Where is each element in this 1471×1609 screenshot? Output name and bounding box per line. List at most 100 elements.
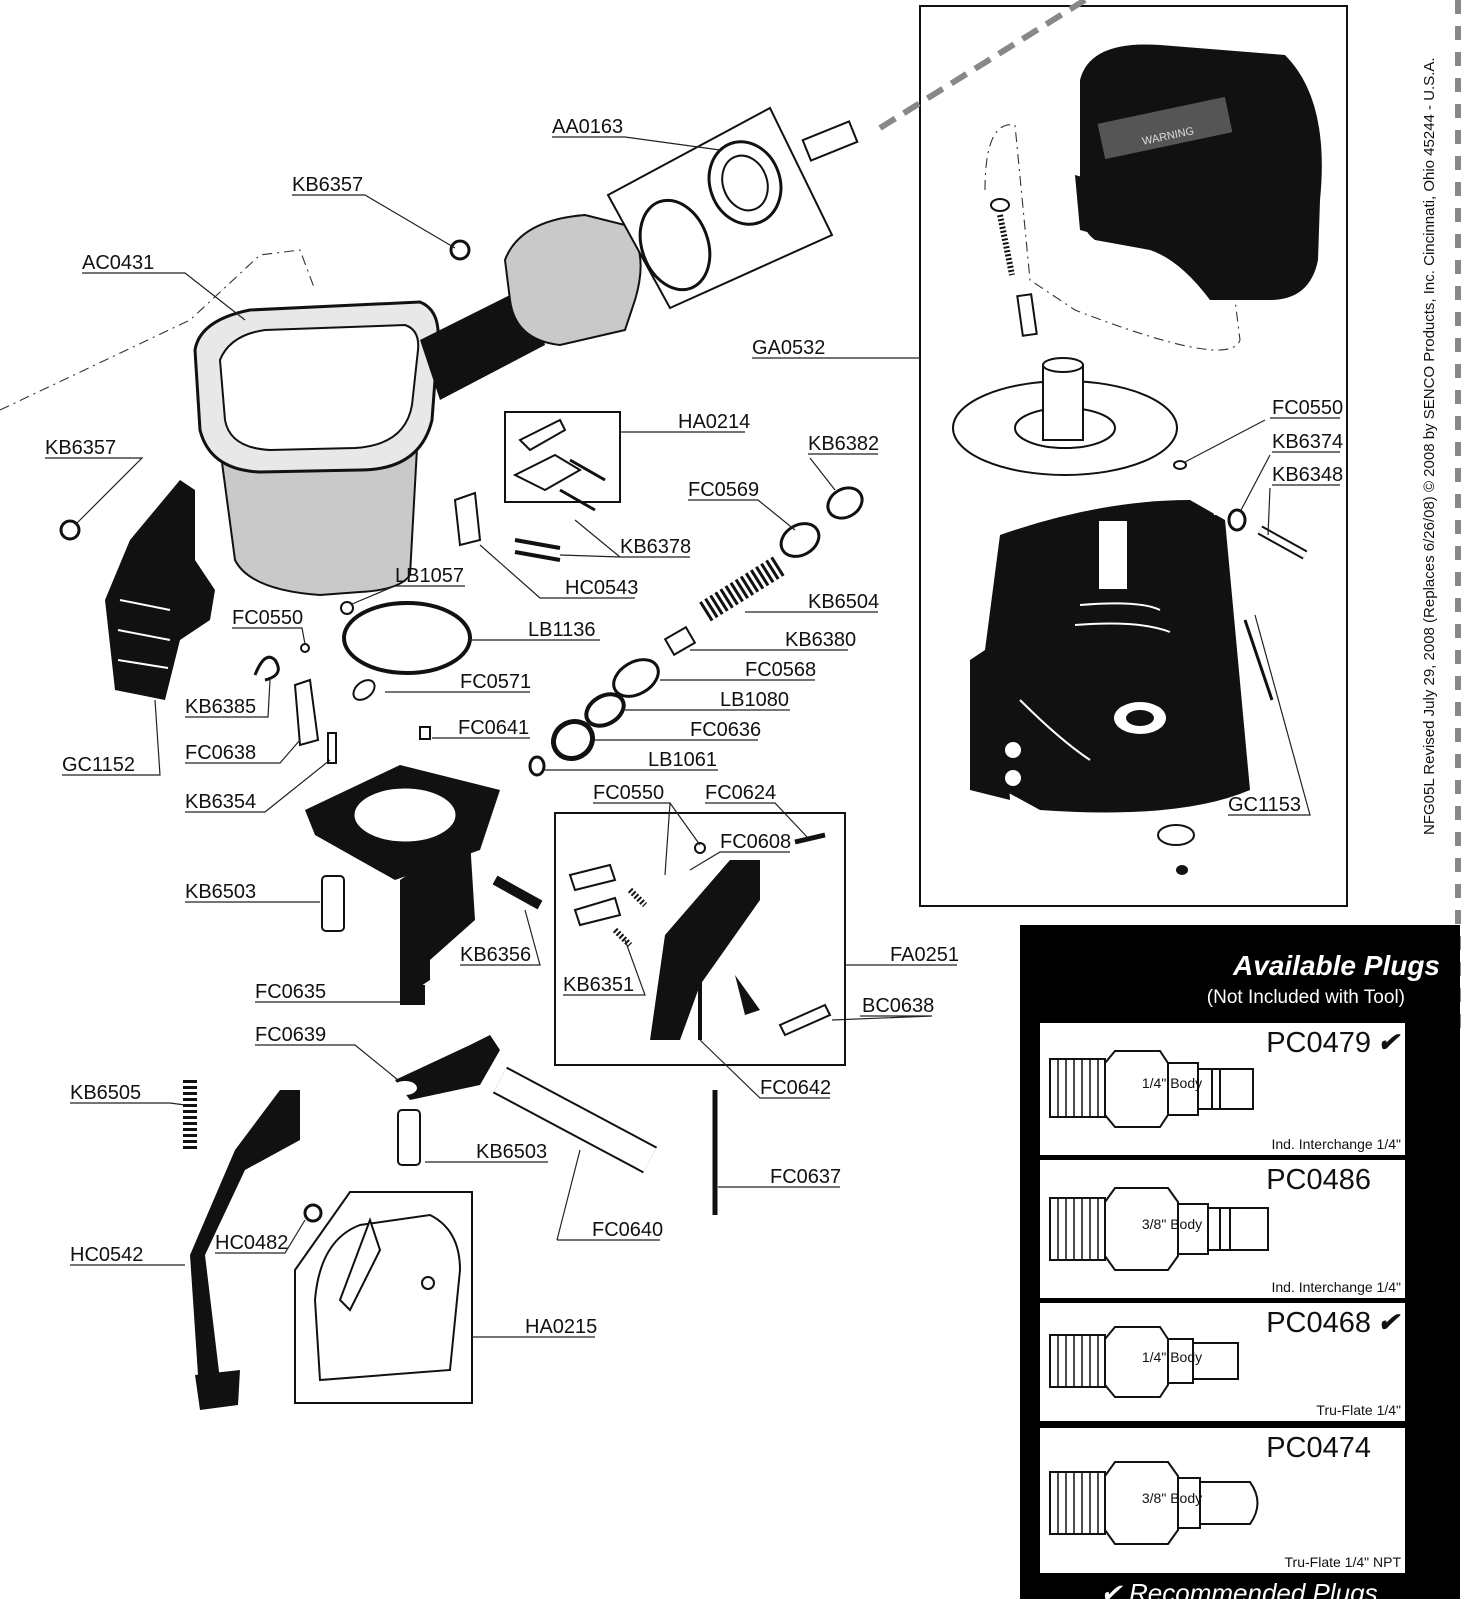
ha0214-box xyxy=(504,411,621,512)
label-KB6503-top: KB6503 xyxy=(185,881,256,903)
label-KB6385: KB6385 xyxy=(185,696,256,718)
label-FC0569: FC0569 xyxy=(688,479,759,501)
label-FC0641: FC0641 xyxy=(458,717,529,739)
label-KB6351: KB6351 xyxy=(563,974,634,996)
lever-fc0639 xyxy=(393,1035,658,1174)
bolt-kb6356 xyxy=(492,875,543,910)
plug-pc0468-check: ✔ xyxy=(1377,1307,1399,1337)
label-FC0635: FC0635 xyxy=(255,981,326,1003)
o-ring-lb1136 xyxy=(342,601,472,675)
label-KB6356: KB6356 xyxy=(460,944,531,966)
labels: AA0163 KB6357 AC0431 GA0532 KB6357 HA021… xyxy=(45,116,1343,1338)
plug-pc0486-desc: Ind. Interchange 1/4" xyxy=(1271,1279,1401,1295)
nut-left xyxy=(59,519,81,541)
label-KB6374: KB6374 xyxy=(1272,431,1343,453)
plug-card-pc0486: 3/8" Body PC0486 Ind. Interchange 1/4" xyxy=(1040,1160,1405,1298)
label-FC0642: FC0642 xyxy=(760,1077,831,1099)
label-KB6378: KB6378 xyxy=(620,536,691,558)
label-GC1152: GC1152 xyxy=(62,754,135,776)
label-KB6357-top: KB6357 xyxy=(292,174,363,196)
trigger-parts xyxy=(453,491,561,562)
label-FC0550-mid: FC0550 xyxy=(593,782,664,804)
plugs-title: Available Plugs xyxy=(1233,950,1440,981)
label-KB6503-bottom: KB6503 xyxy=(476,1141,547,1163)
label-FA0251: FA0251 xyxy=(890,944,959,966)
plug-pc0474-desc: Tru-Flate 1/4" NPT xyxy=(1284,1554,1401,1570)
revision-note: NFG05L Revised July 29, 2008 (Replaces 6… xyxy=(1421,57,1438,835)
label-LB1080: LB1080 xyxy=(720,689,789,711)
valve-stack xyxy=(952,198,1178,476)
label-BC0638: BC0638 xyxy=(862,995,934,1017)
plug-card-pc0479: 1/4" Body PC0479 ✔ Ind. Interchange 1/4" xyxy=(1040,1023,1405,1155)
label-HA0214: HA0214 xyxy=(678,411,750,433)
label-KB6380: KB6380 xyxy=(785,629,856,651)
plug-pc0474-body: 3/8" Body xyxy=(1141,1490,1203,1506)
plug-card-pc0474: 3/8" Body PC0474 Tru-Flate 1/4" NPT xyxy=(1040,1428,1405,1573)
label-KB6354: KB6354 xyxy=(185,791,256,813)
label-FC0568: FC0568 xyxy=(745,659,816,681)
bolt-kb6503-top xyxy=(321,875,345,932)
label-GC1153: GC1153 xyxy=(1228,794,1301,816)
plug-pc0468-code: PC0468 xyxy=(1266,1307,1371,1339)
label-FC0637: FC0637 xyxy=(770,1166,841,1188)
main-housing xyxy=(193,213,642,597)
plug-pc0479-check: ✔ xyxy=(1377,1027,1399,1057)
label-KB6505: KB6505 xyxy=(70,1082,141,1104)
label-KB6357-left: KB6357 xyxy=(45,437,116,459)
plug-pc0479-drawing xyxy=(1049,1050,1254,1128)
air-link-dash xyxy=(878,0,1087,131)
label-HC0542: HC0542 xyxy=(70,1244,143,1266)
label-HC0543: HC0543 xyxy=(565,577,638,599)
label-FC0608: FC0608 xyxy=(720,831,791,853)
label-AA0163: AA0163 xyxy=(552,116,623,138)
air-fitting xyxy=(801,120,859,162)
o-ring-lb1057 xyxy=(340,601,354,615)
label-FC0636: FC0636 xyxy=(690,719,761,741)
plug-pc0468-body: 1/4" Body xyxy=(1141,1349,1203,1365)
plug-pc0486-code: PC0486 xyxy=(1266,1164,1371,1196)
bolt-kb6503-bottom xyxy=(397,1109,421,1166)
label-HC0482: HC0482 xyxy=(215,1232,288,1254)
housing-assembly-line xyxy=(0,249,316,411)
hook-hc0542 xyxy=(190,1090,300,1410)
plug-card-pc0468: 1/4" Body PC0468 ✔ Tru-Flate 1/4" xyxy=(1040,1303,1405,1421)
label-KB6348: KB6348 xyxy=(1272,464,1343,486)
cylinder-base xyxy=(305,679,500,1005)
bushing-hc0482 xyxy=(303,1203,323,1223)
fa0251-box xyxy=(554,812,846,1066)
label-FC0550-left: FC0550 xyxy=(232,607,303,629)
label-LB1061: LB1061 xyxy=(648,749,717,771)
valve-spring-stack xyxy=(528,486,864,777)
nut-top xyxy=(449,239,471,261)
label-FC0640: FC0640 xyxy=(592,1219,663,1241)
plug-pc0468-desc: Tru-Flate 1/4" xyxy=(1316,1402,1401,1418)
label-LB1057: LB1057 xyxy=(395,565,464,587)
plug-pc0479-body: 1/4" Body xyxy=(1141,1075,1203,1091)
label-FC0624: FC0624 xyxy=(705,782,776,804)
label-LB1136: LB1136 xyxy=(528,619,595,641)
plug-pc0479-desc: Ind. Interchange 1/4" xyxy=(1271,1136,1401,1152)
label-KB6382: KB6382 xyxy=(808,433,879,455)
label-FC0550-right: FC0550 xyxy=(1272,397,1343,419)
plugs-subtitle: (Not Included with Tool) xyxy=(1206,987,1405,1008)
ga0532-assembly-line xyxy=(984,124,1241,351)
ha0215-box xyxy=(294,1191,473,1404)
label-AC0431: AC0431 xyxy=(82,252,154,274)
label-KB6504: KB6504 xyxy=(808,591,879,613)
plug-pc0474-drawing xyxy=(1049,1461,1259,1545)
plug-pc0486-drawing xyxy=(1049,1187,1269,1271)
plug-pc0486-body: 3/8" Body xyxy=(1141,1216,1203,1232)
ga0532-box xyxy=(919,5,1348,907)
plug-pc0474-code: PC0474 xyxy=(1266,1432,1371,1464)
plug-pc0479-code: PC0479 xyxy=(1266,1027,1371,1059)
label-FC0639: FC0639 xyxy=(255,1024,326,1046)
magazine-canister xyxy=(970,487,1250,813)
aa0163-box xyxy=(606,106,834,310)
label-FC0638: FC0638 xyxy=(185,742,256,764)
side-plate-gc1152 xyxy=(105,480,215,700)
label-HA0215: HA0215 xyxy=(525,1316,597,1338)
plug-pc0468-drawing xyxy=(1049,1326,1239,1398)
cap-cover: WARNING xyxy=(1075,44,1322,300)
label-FC0571: FC0571 xyxy=(460,671,531,693)
